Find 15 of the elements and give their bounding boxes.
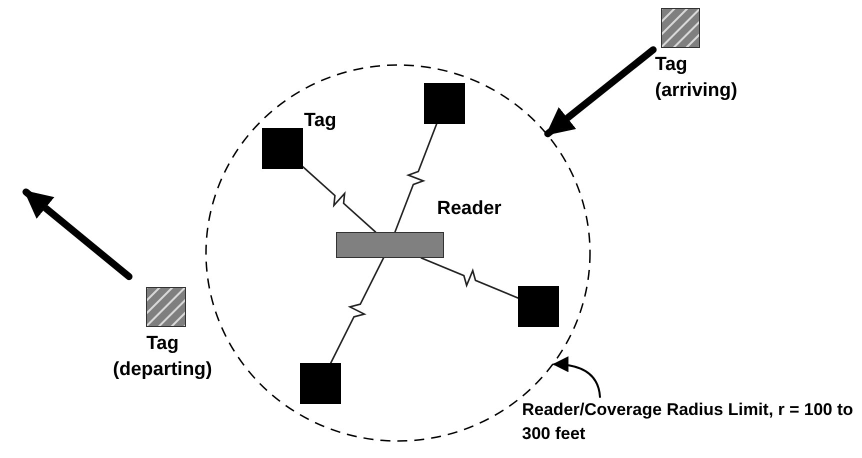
arrow bbox=[544, 46, 657, 138]
tag-label: Tag (arriving) bbox=[655, 53, 738, 103]
tag-icon bbox=[424, 83, 465, 124]
leader-line bbox=[552, 356, 601, 398]
radius-note: Reader/Coverage Radius Limit, r = 100 to 300 feet bbox=[522, 399, 854, 445]
tag-icon bbox=[518, 286, 559, 327]
tag-label: Tag (departing) bbox=[112, 332, 214, 382]
tag-label: Tag bbox=[304, 109, 338, 133]
wireless-link bbox=[420, 257, 519, 299]
reader-label: Reader bbox=[437, 197, 502, 221]
tag-icon bbox=[300, 363, 341, 404]
wireless-link bbox=[302, 166, 376, 233]
wireless-link bbox=[330, 257, 384, 364]
arrow bbox=[22, 188, 132, 280]
wireless-link bbox=[394, 123, 438, 233]
